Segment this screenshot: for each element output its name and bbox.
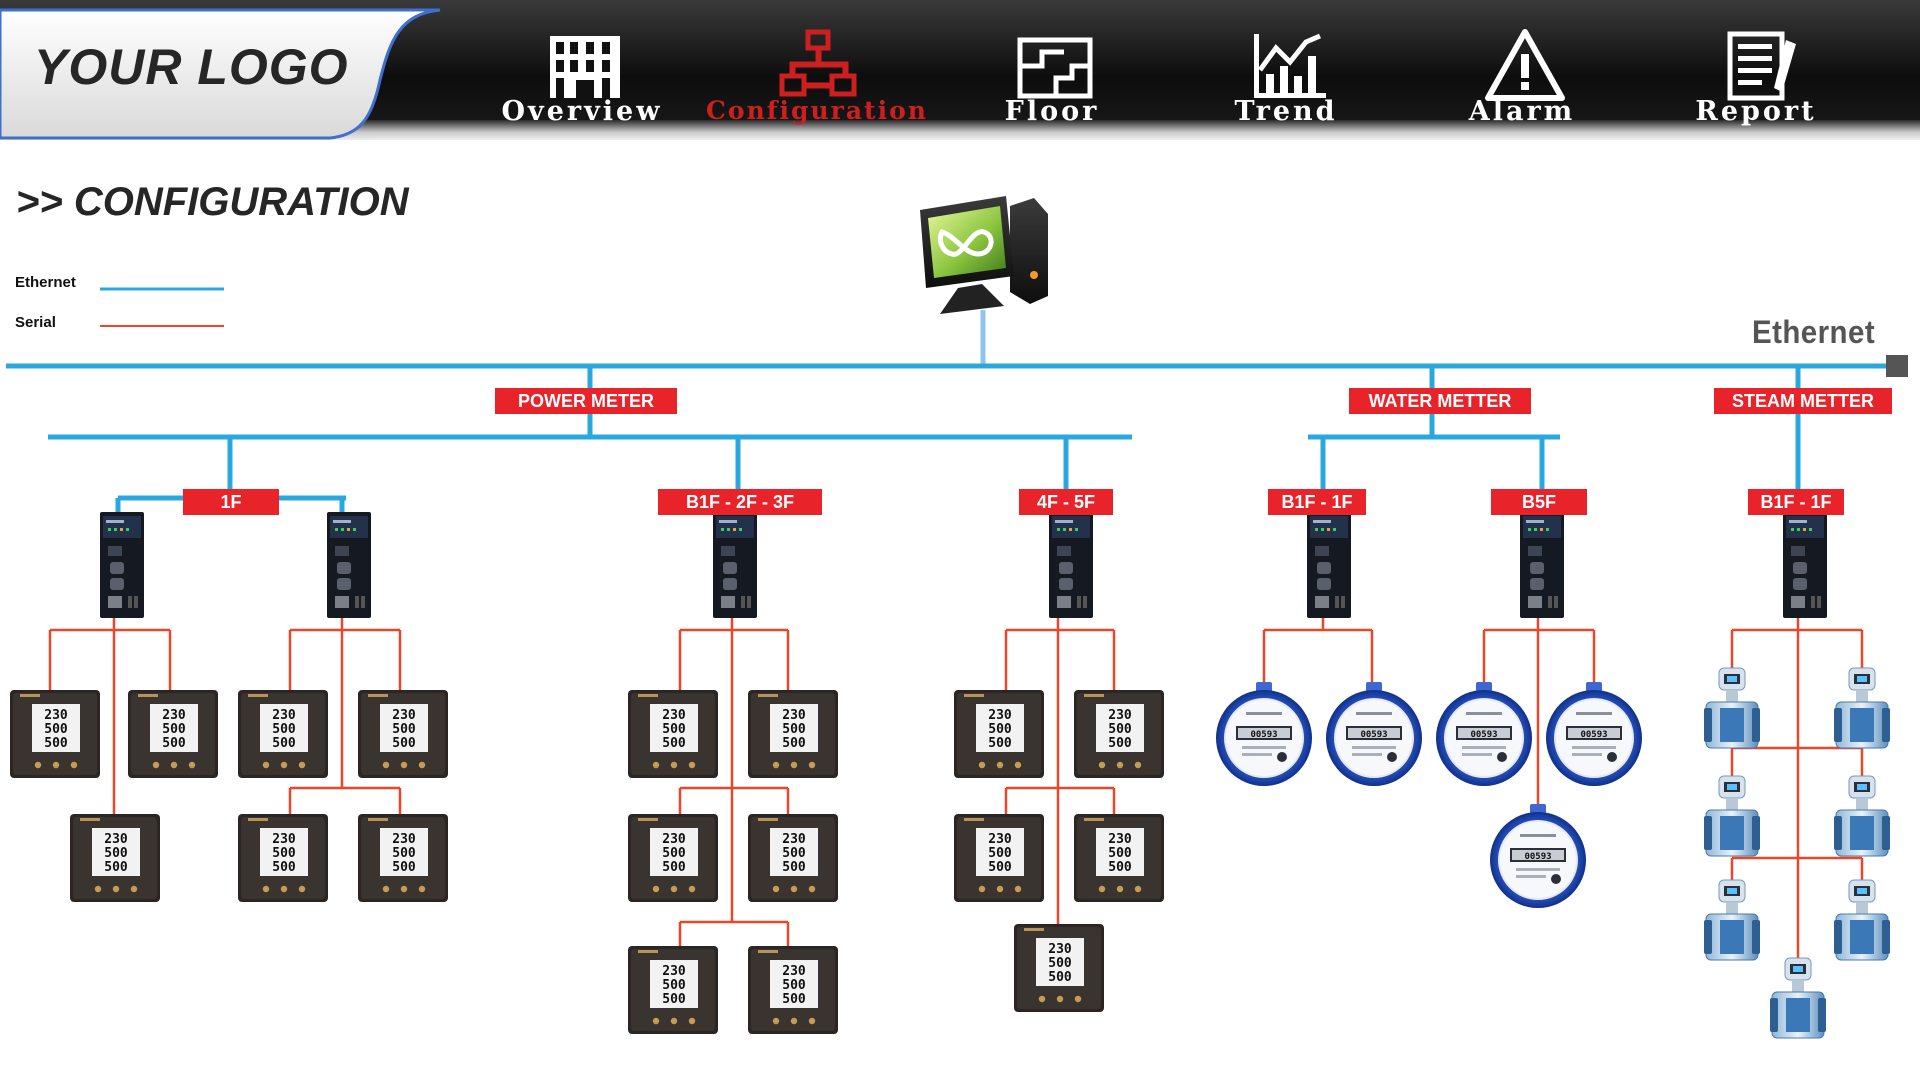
power-meter[interactable]: [954, 690, 1044, 778]
trend-chart-icon: [1254, 33, 1326, 98]
logo-text[interactable]: YOUR LOGO: [34, 39, 349, 95]
alarm-icon: [1485, 29, 1565, 101]
power-meter[interactable]: [70, 814, 160, 902]
power-meter[interactable]: [358, 690, 448, 778]
steam-meter[interactable]: [1833, 879, 1891, 961]
water-meter[interactable]: [1436, 682, 1532, 786]
power-meter[interactable]: [954, 814, 1044, 902]
tag-steam-b1f-1f[interactable]: B1F - 1F: [1748, 489, 1844, 515]
power-meter[interactable]: [358, 814, 448, 902]
gateway-wm-b1f-1f[interactable]: [1307, 512, 1351, 618]
nav-floor-label: Floor: [1004, 96, 1100, 127]
tag-floor-4f-5f[interactable]: 4F - 5F: [1019, 489, 1113, 515]
floor-plan-icon: [1017, 37, 1093, 99]
gateway-1f-a[interactable]: [100, 512, 144, 618]
gateway-sm-b1f-1f[interactable]: [1783, 512, 1827, 618]
power-meter[interactable]: [1014, 924, 1104, 1012]
server-pc[interactable]: [920, 196, 1048, 314]
power-meter[interactable]: [238, 690, 328, 778]
network-icon: [779, 29, 857, 97]
power-meter[interactable]: [238, 814, 328, 902]
nav-report[interactable]: Report: [1646, 20, 1866, 132]
gateway-pm-b1f-3f[interactable]: [713, 512, 757, 618]
nav-configuration[interactable]: Configuration: [706, 20, 926, 132]
power-meter[interactable]: [748, 946, 838, 1034]
logo-tab: [0, 8, 441, 140]
tag-water-b5f[interactable]: B5F: [1491, 489, 1587, 515]
power-meter[interactable]: [628, 690, 718, 778]
header-fade: [0, 120, 1920, 140]
steam-meter[interactable]: [1769, 957, 1827, 1039]
tag-floor-1f[interactable]: 1F: [183, 489, 279, 515]
nav-trend-label: Trend: [1234, 96, 1338, 127]
water-meter[interactable]: [1216, 682, 1312, 786]
gateway-1f-b[interactable]: [327, 512, 371, 618]
tag-water-meter[interactable]: WATER METTER: [1349, 388, 1531, 414]
nav-configuration-label: Configuration: [706, 96, 928, 125]
ethernet-bus-label: Ethernet: [1752, 314, 1876, 350]
power-meter[interactable]: [748, 814, 838, 902]
power-meter[interactable]: [628, 946, 718, 1034]
water-meter[interactable]: [1546, 682, 1642, 786]
steam-meter[interactable]: [1703, 775, 1761, 857]
building-icon: [550, 36, 620, 98]
steam-meter[interactable]: [1833, 775, 1891, 857]
gateway-pm-4f-5f[interactable]: [1049, 512, 1093, 618]
nav-trend[interactable]: Trend: [1176, 20, 1396, 132]
power-meter[interactable]: [128, 690, 218, 778]
legend-serial-label: Serial: [15, 314, 56, 331]
steam-meter[interactable]: [1703, 879, 1761, 961]
power-meter[interactable]: [1074, 814, 1164, 902]
water-meter[interactable]: [1490, 804, 1586, 908]
nav-overview-label: Overview: [501, 96, 663, 127]
power-meter[interactable]: [628, 814, 718, 902]
tag-steam-meter[interactable]: STEAM METTER: [1714, 388, 1892, 414]
tag-floor-b1f-3f[interactable]: B1F - 2F - 3F: [658, 489, 822, 515]
tag-power-meter[interactable]: POWER METER: [495, 388, 677, 414]
nav-floor[interactable]: Floor: [942, 20, 1162, 132]
power-meter[interactable]: [1074, 690, 1164, 778]
nav-report-label: Report: [1695, 96, 1817, 127]
report-icon: [1727, 31, 1796, 101]
page-title: >> CONFIGURATION: [16, 180, 409, 224]
steam-meter[interactable]: [1703, 667, 1761, 749]
water-meter[interactable]: [1326, 682, 1422, 786]
steam-meter[interactable]: [1833, 667, 1891, 749]
gateway-wm-b5f[interactable]: [1520, 512, 1564, 618]
power-meter[interactable]: [748, 690, 838, 778]
nav-alarm-label: Alarm: [1468, 96, 1576, 127]
nav-alarm[interactable]: Alarm: [1412, 20, 1632, 132]
power-meter[interactable]: [10, 690, 100, 778]
legend-ethernet-label: Ethernet: [15, 274, 76, 291]
nav-overview[interactable]: Overview: [472, 20, 692, 132]
bus-terminator: [1886, 355, 1908, 377]
tag-water-b1f-1f[interactable]: B1F - 1F: [1268, 489, 1366, 515]
